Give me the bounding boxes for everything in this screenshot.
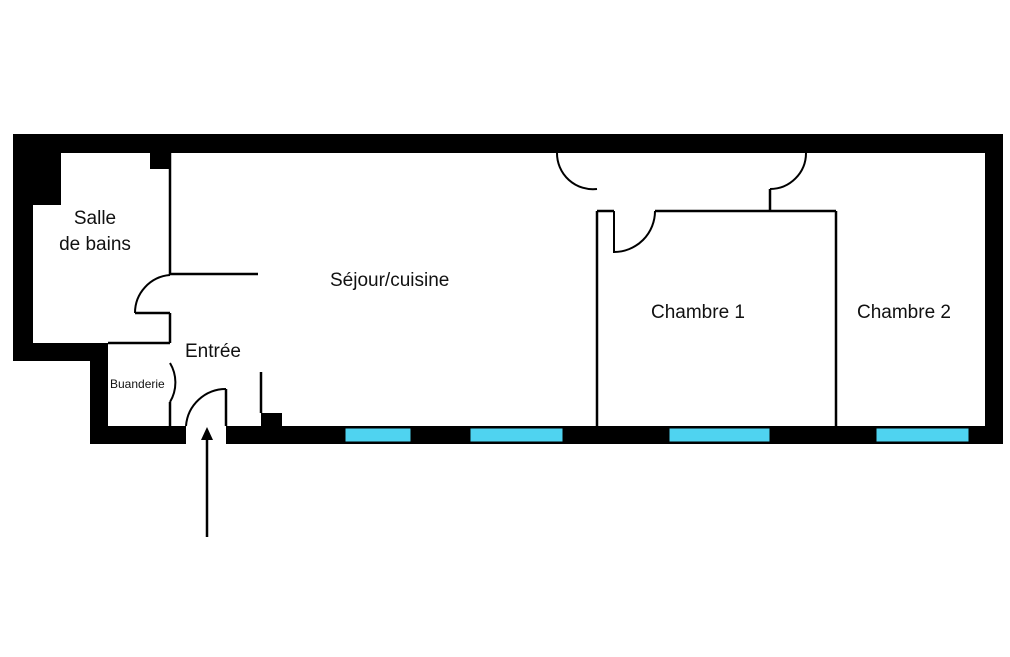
door-swings bbox=[133, 152, 807, 427]
room-label-buanderie: Buanderie bbox=[110, 377, 165, 391]
room-label-salle-de-bains: Salle de bains bbox=[50, 208, 140, 257]
room-label-chambre-2: Chambre 2 bbox=[857, 302, 951, 323]
interior-walls bbox=[108, 153, 838, 426]
outer-walls bbox=[13, 134, 1003, 444]
entrance-arrow-icon bbox=[201, 427, 213, 537]
room-label-line: Salle bbox=[73, 208, 117, 229]
window bbox=[469, 427, 564, 443]
room-label-line: de bains bbox=[59, 233, 131, 255]
window bbox=[875, 427, 970, 443]
window bbox=[668, 427, 771, 443]
windows bbox=[344, 427, 970, 443]
window bbox=[344, 427, 412, 443]
room-label-chambre-1: Chambre 1 bbox=[651, 302, 745, 323]
room-label-sejour: Séjour/cuisine bbox=[330, 270, 450, 291]
room-label-entree: Entrée bbox=[185, 341, 241, 362]
